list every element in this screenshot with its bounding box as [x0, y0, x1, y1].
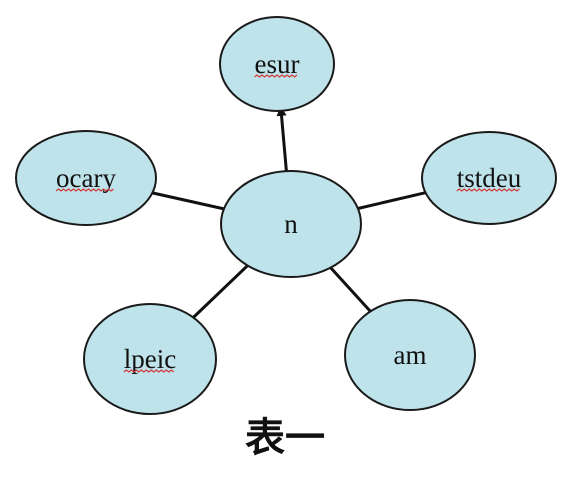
node-label-center: n	[284, 209, 298, 239]
spellcheck-underline-right	[456, 188, 520, 192]
node-ellipse-bottom-left	[83, 303, 217, 415]
node-ellipse-bottom-right	[344, 299, 476, 411]
node-ellipse-right	[421, 131, 557, 225]
node-left: ocary	[15, 130, 157, 226]
node-label-left: ocary	[56, 163, 116, 193]
node-ellipse-left	[15, 130, 157, 226]
node-top: esur	[219, 16, 335, 112]
edge-center-to-bottom-right	[329, 266, 372, 313]
node-label-right: tstdeu	[457, 163, 522, 193]
node-center: n	[220, 170, 362, 278]
caption: 表一	[245, 415, 325, 461]
node-ellipse-center	[220, 170, 362, 278]
node-ellipse-top	[219, 16, 335, 112]
edge-center-to-left	[152, 191, 225, 211]
spellcheck-underline-left	[55, 188, 114, 192]
node-bottom-right: am	[344, 299, 476, 411]
nodes-layer: n esur ocary tstdeu lpeic am	[15, 16, 557, 415]
edges-layer	[152, 105, 426, 319]
node-right: tstdeu	[421, 131, 557, 225]
spellcheck-underline-bottom-left	[123, 369, 175, 373]
edge-center-to-right	[357, 191, 426, 210]
spellcheck-underline-top	[254, 74, 298, 78]
arrow-center-to-top	[276, 105, 288, 172]
node-bottom-left: lpeic	[83, 303, 217, 415]
edge-center-to-bottom-left	[192, 264, 249, 319]
node-label-top: esur	[255, 49, 300, 79]
node-label-bottom-right: am	[394, 340, 427, 370]
node-label-bottom-left: lpeic	[124, 344, 176, 374]
